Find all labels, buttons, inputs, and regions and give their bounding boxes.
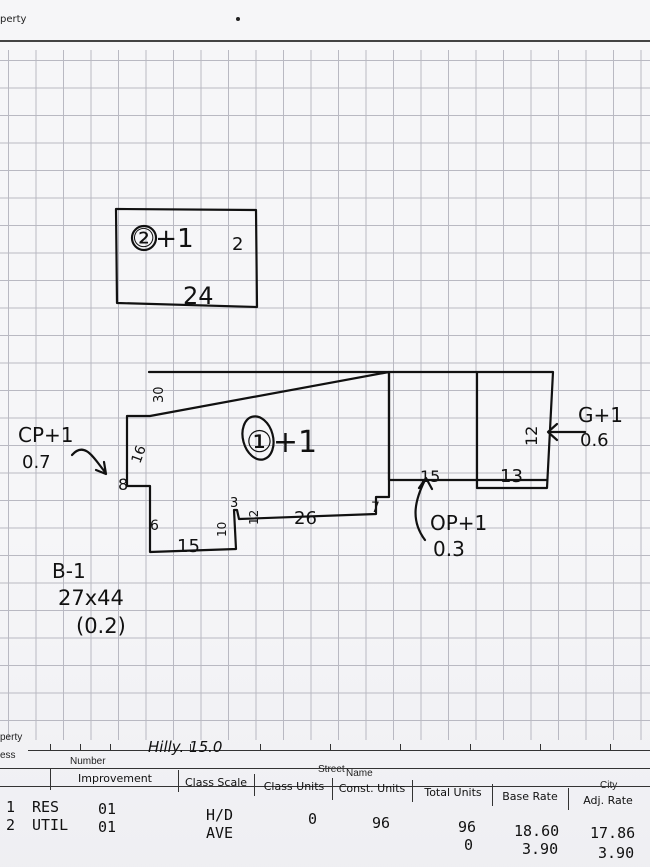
col-class-units: Class Units <box>263 780 325 793</box>
scale-tick <box>330 744 331 751</box>
row1-line: 1 <box>6 798 16 816</box>
col-divider <box>178 770 179 792</box>
name-label: Name <box>346 768 373 779</box>
col-base-rate: Base Rate <box>502 790 558 803</box>
property-record-form: perty ess Number Hilly. 15.0 Street Name… <box>0 728 650 867</box>
address-rule <box>28 750 650 751</box>
row1-code: 01 <box>98 800 117 818</box>
property-label: perty <box>0 732 23 743</box>
cp-value: 0.7 <box>22 452 51 473</box>
form-rule-2 <box>0 786 650 787</box>
scale-tick <box>400 744 401 751</box>
dim-main-left: 16 <box>129 443 150 465</box>
street-name-handwritten: Hilly. 15.0 <box>148 738 223 756</box>
g-arrow <box>546 422 587 442</box>
city-label: City <box>600 780 617 791</box>
col-adj-rate: Adj. Rate <box>583 794 633 807</box>
basement-size: 27x44 <box>58 586 124 610</box>
row2-adj-rate: 3.90 <box>598 844 635 862</box>
row1-total-units: 96 <box>458 818 477 836</box>
dim-cp-side: 8 <box>118 475 128 494</box>
basement-value: (0.2) <box>76 614 126 638</box>
scale-tick <box>50 744 51 751</box>
street-label: Street <box>318 764 345 775</box>
col-divider <box>50 768 51 790</box>
col-divider <box>568 788 569 810</box>
basement-label: B-1 <box>52 559 86 583</box>
dim-main-bottom-right: 26 <box>294 508 317 529</box>
col-improvement: Improvement <box>78 772 152 785</box>
number-label: Number <box>70 756 106 767</box>
dim-g-side: 12 <box>522 426 541 446</box>
row1-base-rate: 18.60 <box>514 822 560 840</box>
op-value: 0.3 <box>433 537 465 561</box>
scale-tick <box>110 744 111 751</box>
col-divider <box>332 778 333 800</box>
col-divider <box>412 780 413 802</box>
form-header-label: perty <box>0 14 27 25</box>
header-rule <box>0 40 650 42</box>
row1-class-units: 0 <box>308 810 318 828</box>
op-label: OP+1 <box>430 511 487 535</box>
dim-main-top-left: 30 <box>152 386 167 403</box>
col-class-scale: Class Scale <box>184 776 248 789</box>
main-house-outline <box>125 370 555 554</box>
main-number-circle <box>241 415 275 461</box>
building-sketch: ②+1 2 24 ①+1 30 16 8 6 15 3 10 12 26 7 1… <box>18 207 623 638</box>
dim-main-step-a: 3 <box>230 496 238 511</box>
col-const-units: Const. Units <box>338 782 406 795</box>
form-rule-1 <box>0 768 650 769</box>
garage-number-circle <box>130 224 158 252</box>
op-arrow <box>414 476 434 542</box>
scale-tick <box>80 744 81 751</box>
row2-improvement: UTIL <box>32 816 69 834</box>
garage-width-dim: 24 <box>183 282 214 310</box>
row1-class-scale: H/D <box>206 806 234 824</box>
row2-code: 01 <box>98 818 117 836</box>
col-divider <box>254 774 255 796</box>
row1-const-units: 96 <box>372 814 391 832</box>
dim-g-width: 13 <box>500 466 523 487</box>
row2-line: 2 <box>6 816 16 834</box>
dim-main-step-b: 10 <box>215 522 229 537</box>
garage-side-dim: 2 <box>232 234 243 255</box>
cp-arrow <box>70 448 108 476</box>
dim-main-bottom-left: 6 <box>150 518 159 534</box>
main-label: ①+1 <box>246 425 317 460</box>
scale-tick <box>260 744 261 751</box>
ink-dot <box>236 17 240 21</box>
sketch-grid <box>0 50 650 740</box>
dim-main-corner: 7 <box>371 500 380 516</box>
garage-label: ②+1 <box>132 224 194 254</box>
col-total-units: Total Units <box>424 786 482 799</box>
dim-op-width: 15 <box>420 467 440 486</box>
dim-main-step-c: 12 <box>247 510 261 525</box>
row1-adj-rate: 17.86 <box>590 824 636 842</box>
dim-main-bottom-mid: 15 <box>177 536 200 557</box>
row2-class-scale: AVE <box>206 824 234 842</box>
address-label: ess <box>0 750 16 761</box>
g-value: 0.6 <box>580 430 609 451</box>
col-divider <box>492 784 493 806</box>
g-label: G+1 <box>578 403 623 427</box>
scale-tick <box>610 744 611 751</box>
garage-outline <box>114 207 259 309</box>
row1-improvement: RES <box>32 798 60 816</box>
scale-tick <box>540 744 541 751</box>
open-porch-outline <box>387 370 549 482</box>
row2-total-units: 0 <box>464 836 474 854</box>
scale-tick <box>470 744 471 751</box>
cp-label: CP+1 <box>18 423 74 447</box>
scale-tick <box>190 744 191 751</box>
row2-base-rate: 3.90 <box>522 840 559 858</box>
